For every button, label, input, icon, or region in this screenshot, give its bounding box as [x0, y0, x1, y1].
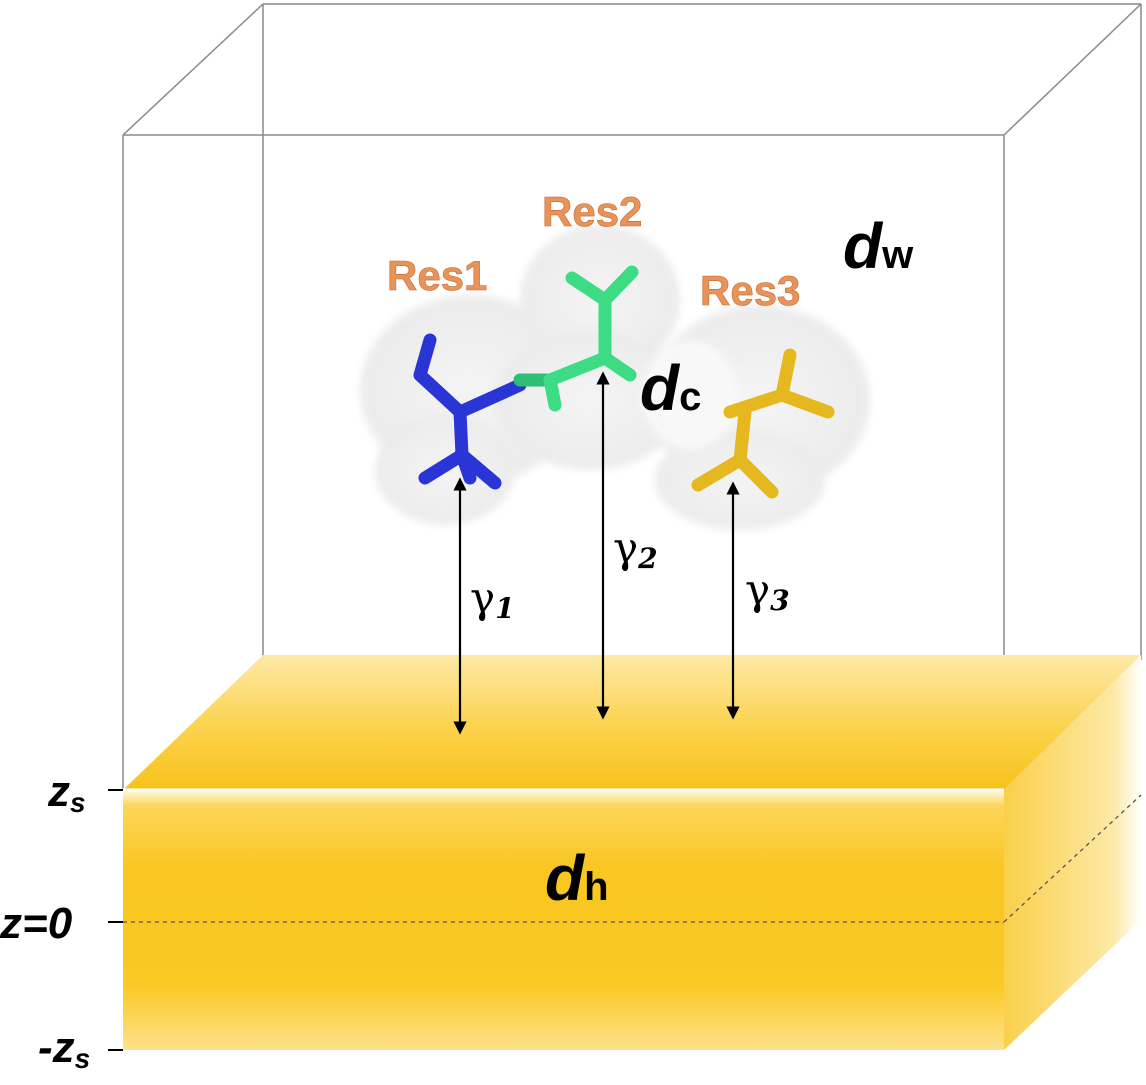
slab-side-face [1004, 655, 1141, 1050]
dc-label: dc [640, 352, 701, 424]
res1-label: Res1 [387, 252, 487, 299]
midplane-dashed-line [123, 794, 1142, 923]
dw-label: dw [843, 210, 914, 282]
distance-arrows [453, 371, 740, 735]
res2-label: Res2 [542, 188, 642, 235]
z0-label: z=0 [0, 899, 73, 948]
residue-1-stick-model [413, 333, 527, 490]
simulation-box [122, 3, 1142, 790]
slab-front-face [123, 790, 1004, 1050]
cavity-highlight [642, 340, 738, 450]
res3-label: Res3 [700, 267, 800, 314]
gamma-1-label: γ1 [470, 573, 515, 625]
residue-2-stick-model [543, 265, 639, 412]
slab-top-face [123, 655, 1141, 790]
neg-zs-label: -zs [38, 1023, 90, 1074]
residue-3-stick-model [691, 348, 835, 499]
gamma-3-label: γ3 [745, 565, 790, 617]
dh-label: dh [545, 842, 609, 914]
gamma-2-label: γ2 [613, 523, 658, 575]
zs-label: zs [47, 767, 86, 818]
gold-surface-slab [123, 655, 1141, 1050]
